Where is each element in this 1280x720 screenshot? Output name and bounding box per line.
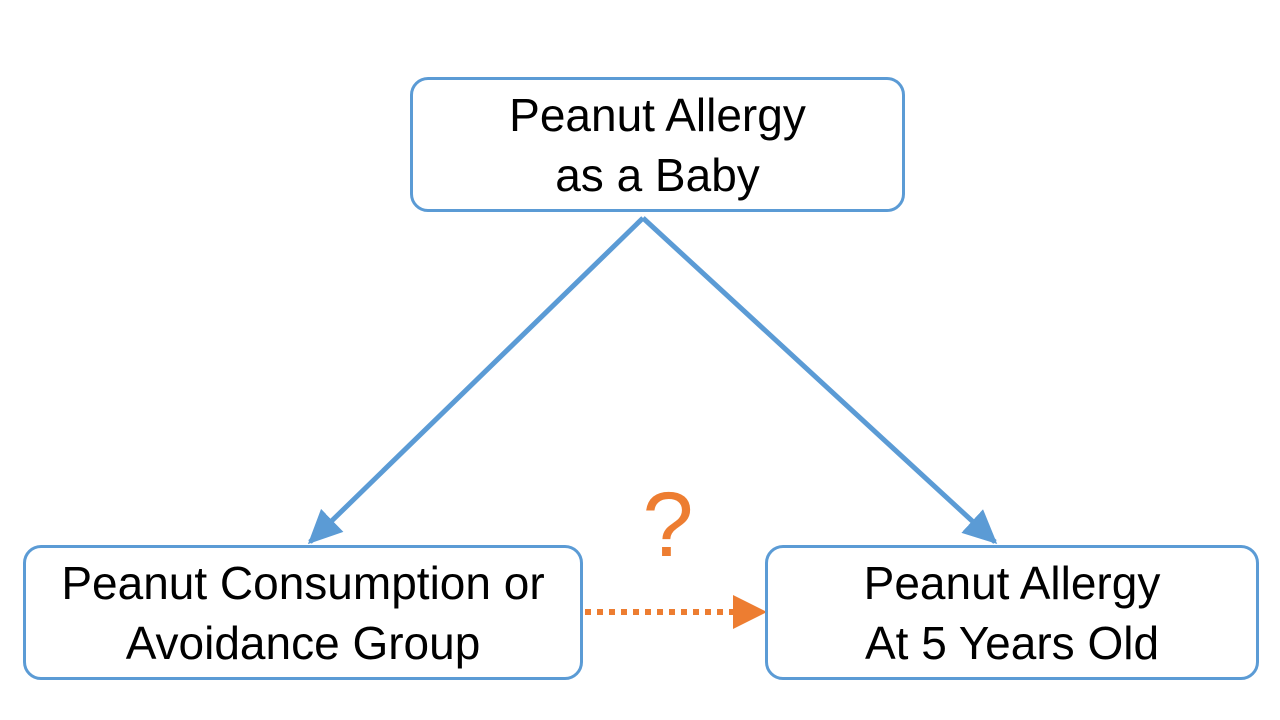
node-label-line-1: Peanut Allergy: [509, 88, 806, 141]
node-label-line-2: as a Baby: [555, 148, 760, 201]
node-label-line-1: Peanut Allergy: [863, 556, 1161, 609]
question-mark-label: ?: [642, 474, 694, 576]
edge-baby-to-age5-arrow: [641, 216, 998, 545]
node-peanut-allergy-as-baby: Peanut Allergy as a Baby: [410, 77, 905, 212]
edge-baby-to-group-arrow: [307, 216, 645, 545]
node-peanut-allergy-at-5: Peanut Allergy At 5 Years Old: [765, 545, 1259, 680]
node-label-line-1: Peanut Consumption or: [61, 556, 545, 609]
node-label-line-2: Avoidance Group: [125, 616, 481, 669]
node-label-line-2: At 5 Years Old: [864, 616, 1160, 669]
node-consumption-or-avoidance-group: Peanut Consumption or Avoidance Group: [23, 545, 583, 680]
